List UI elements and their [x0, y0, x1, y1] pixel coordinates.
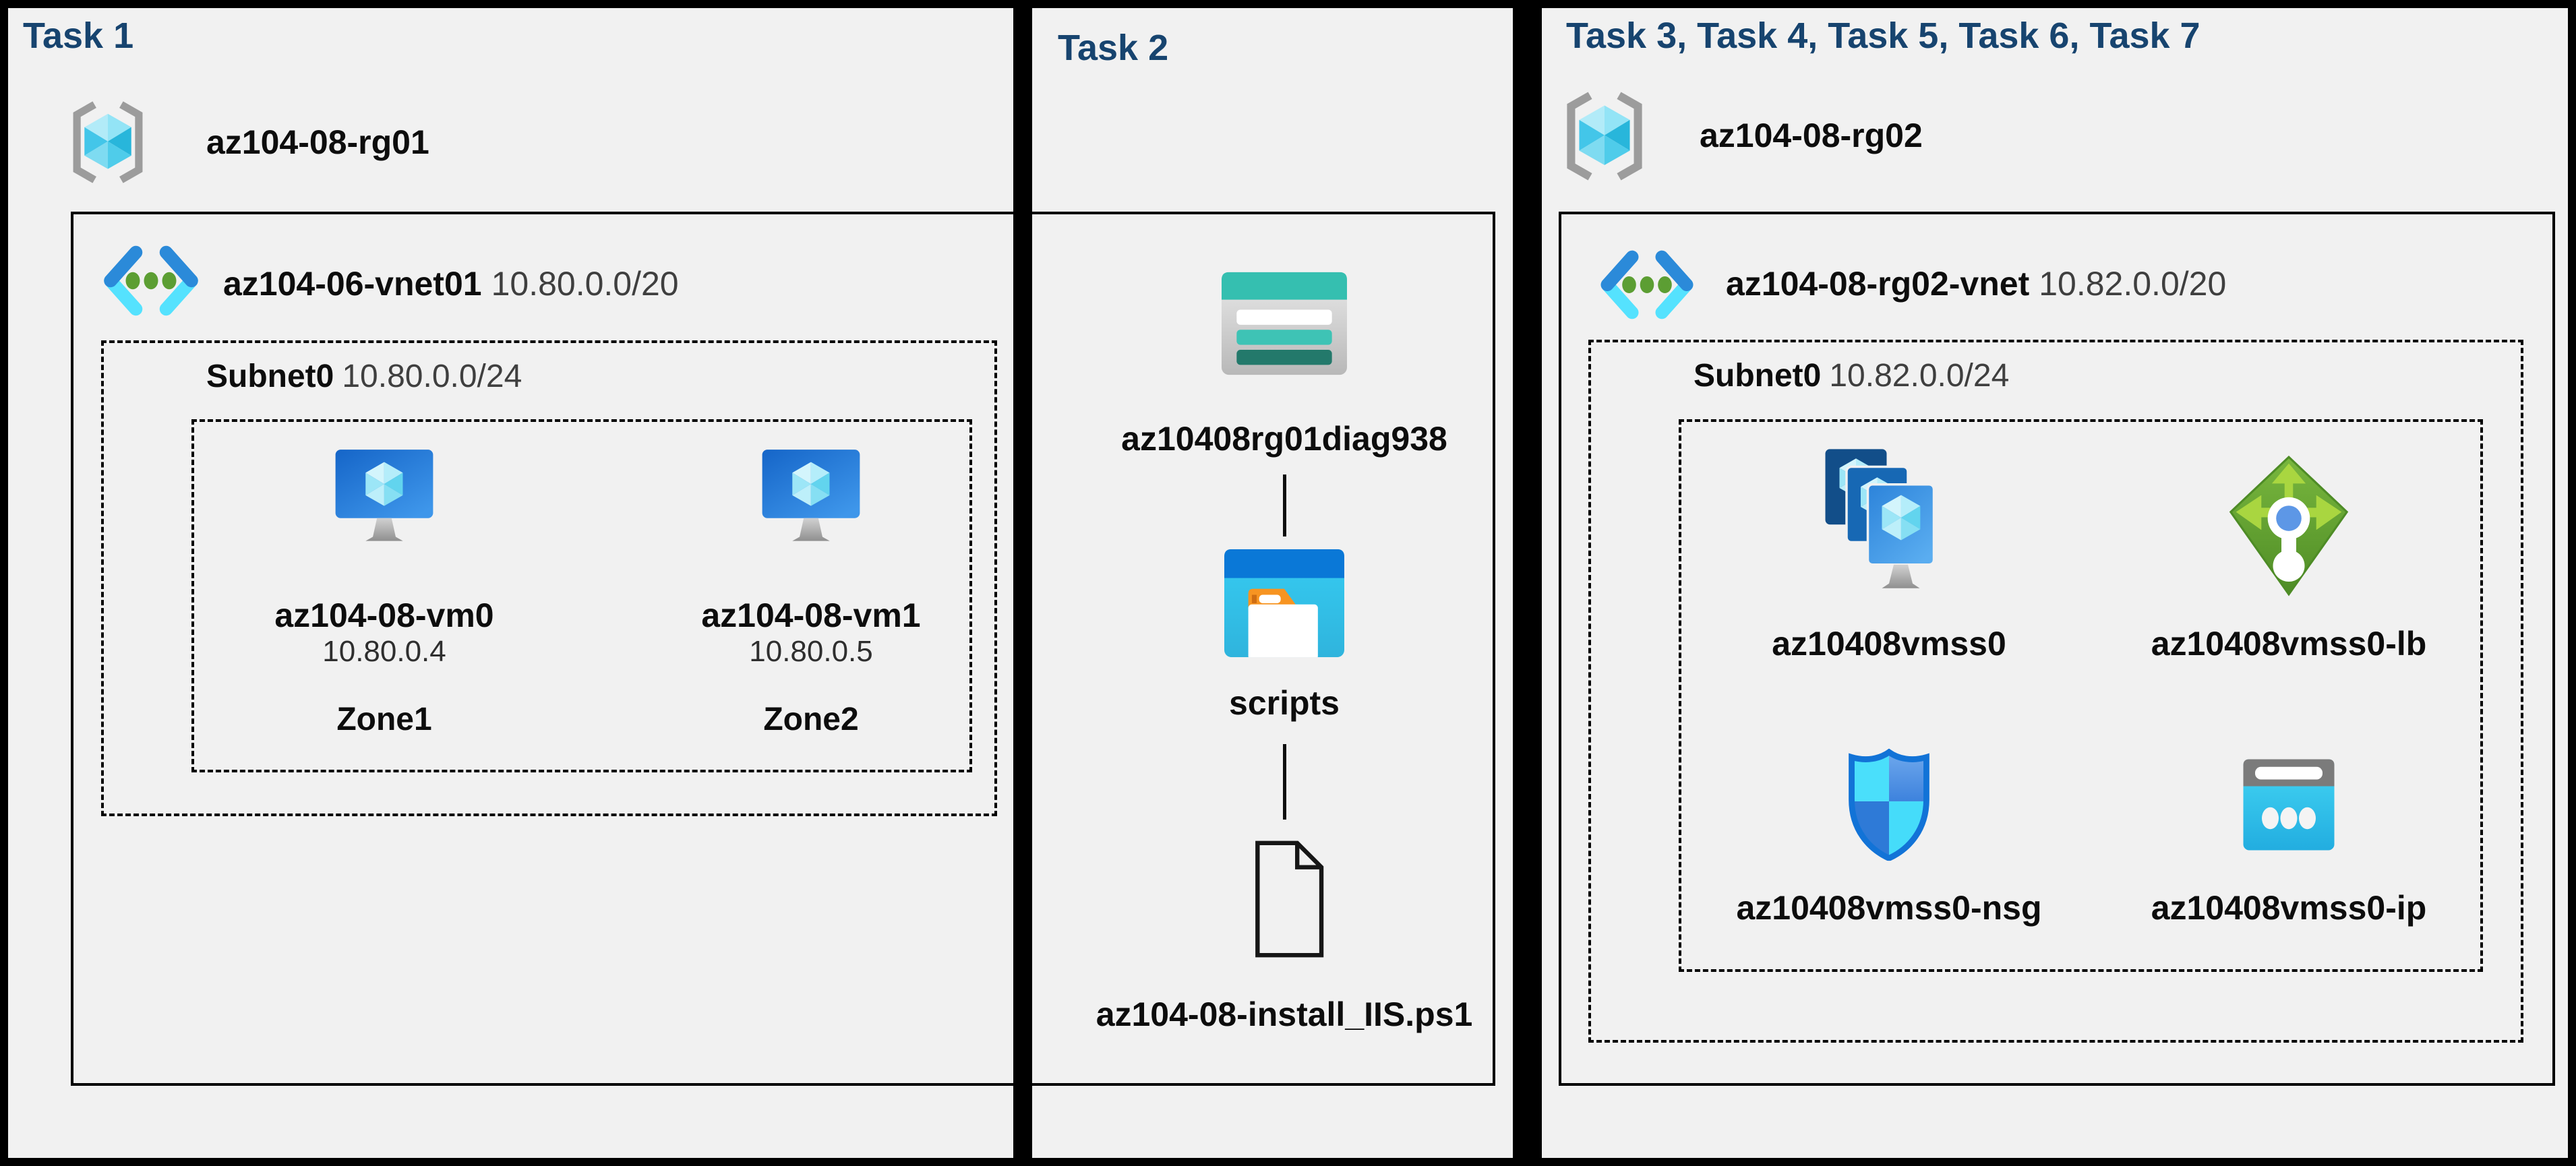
public-ip-icon	[2238, 758, 2340, 852]
vm-group-box: az104-08-vm0 10.80.0.4 Zone1 az104-08-vm…	[191, 419, 972, 772]
storage-account-icon	[1222, 269, 1347, 378]
subnet-cidr: 10.82.0.0/24	[1829, 358, 2010, 394]
subnet-cidr: 10.80.0.0/24	[342, 359, 522, 394]
vm1-ip: 10.80.0.5	[749, 635, 873, 668]
vm-scale-set-icon	[1818, 446, 1960, 605]
resource-group-name: az104-08-rg02	[1700, 117, 1923, 154]
vm1-zone: Zone2	[763, 702, 859, 737]
resource-group-icon	[66, 96, 150, 189]
blob-container-folder-icon	[1224, 546, 1344, 661]
connector-line	[1283, 474, 1286, 536]
nsg-name: az10408vmss0-nsg	[1736, 889, 2042, 927]
load-balancer-name: az10408vmss0-lb	[2151, 625, 2427, 663]
subnet-name: Subnet0	[1694, 358, 1822, 394]
vmss-name: az10408vmss0	[1772, 625, 2006, 663]
resource-group-name: az104-08-rg01	[206, 123, 429, 161]
load-balancer-icon	[2225, 449, 2352, 603]
connector-line	[1283, 744, 1286, 820]
task2-title: Task 2	[1058, 28, 1169, 68]
network-security-group-shield-icon	[1847, 747, 1931, 863]
task2-panel: Task 2 az10408rg01diag938 scripts az104-…	[1032, 8, 1513, 1158]
task3-7-title: Task 3, Task 4, Task 5, Task 6, Task 7	[1566, 16, 2200, 56]
vnet-name: az104-06-vnet01	[223, 265, 482, 303]
powershell-file-icon	[1241, 832, 1327, 966]
vm0-ip: 10.80.0.4	[322, 635, 446, 668]
vm0-zone: Zone1	[336, 702, 432, 737]
storage-box: az10408rg01diag938 scripts az104-08-inst…	[1032, 212, 1495, 1086]
virtual-machine-icon	[332, 439, 436, 559]
task1-title: Task 1	[23, 16, 134, 56]
vnet-cidr: 10.80.0.0/20	[491, 265, 679, 303]
resource-group-icon	[1559, 89, 1650, 183]
vm0-name: az104-08-vm0	[274, 596, 494, 634]
resource-group-inner-box: az10408vmss0 az10408vmss0-lb az10408vmss…	[1679, 419, 2483, 972]
vnet-cidr: 10.82.0.0/20	[2039, 265, 2227, 303]
virtual-machine-icon	[759, 439, 863, 559]
script-file-name: az104-08-install_IIS.ps1	[1096, 995, 1473, 1033]
virtual-network-icon	[100, 243, 202, 317]
public-ip-name: az10408vmss0-ip	[2151, 889, 2427, 927]
task3-7-panel: Task 3, Task 4, Task 5, Task 6, Task 7 a…	[1542, 8, 2568, 1158]
vm1-name: az104-08-vm1	[701, 596, 921, 634]
subnet-name: Subnet0	[206, 359, 334, 394]
container-name: scripts	[1229, 684, 1340, 722]
virtual-network-icon	[1595, 248, 1699, 319]
vnet-name: az104-08-rg02-vnet	[1726, 265, 2030, 303]
storage-account-name: az10408rg01diag938	[1121, 420, 1447, 458]
